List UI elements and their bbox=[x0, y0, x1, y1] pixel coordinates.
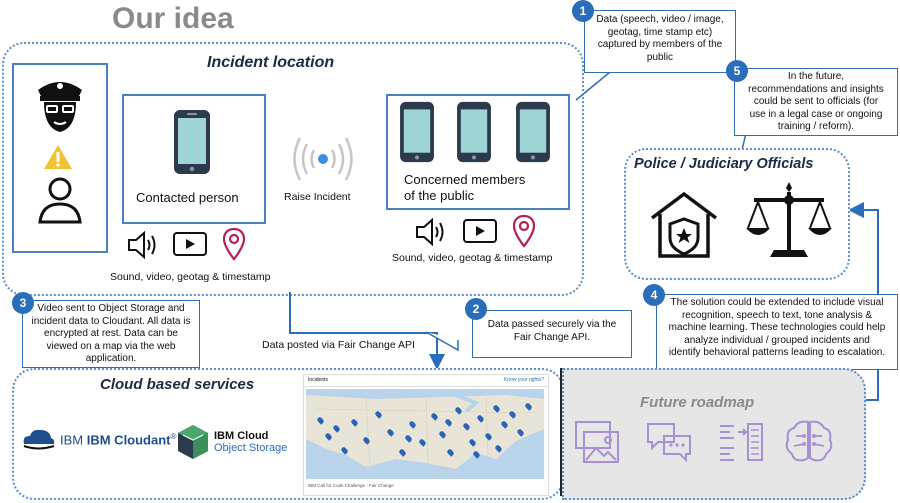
callout-2: Data passed securely via the Fair Change… bbox=[472, 310, 632, 358]
brain-icon bbox=[785, 420, 833, 462]
cloudant-label-name: IBM Cloudant bbox=[86, 432, 171, 448]
callout-3: Video sent to Object Storage and inciden… bbox=[22, 300, 200, 368]
person-icon bbox=[38, 177, 82, 224]
police-station-icon bbox=[650, 191, 718, 258]
callout-5: In the future, recommendations and insig… bbox=[734, 68, 898, 136]
callout-1-line: captured by members of the bbox=[597, 39, 723, 50]
step-badge-1: 1 bbox=[572, 0, 594, 22]
raise-incident-label: Raise Incident bbox=[284, 191, 351, 203]
section-divider bbox=[560, 368, 562, 496]
location-pin-icon bbox=[512, 214, 536, 248]
map-header: Incidents Know your rights? bbox=[304, 375, 548, 387]
speech-bubbles-icon bbox=[647, 423, 691, 463]
future-roadmap-title: Future roadmap bbox=[640, 394, 755, 411]
callout-4-line: The solution could be extended to includ… bbox=[670, 297, 884, 308]
smartphone-icon bbox=[516, 101, 550, 163]
callout-1: Data (speech, video / image, geotag, tim… bbox=[584, 10, 736, 73]
sound-icon bbox=[416, 217, 444, 247]
video-icon bbox=[463, 219, 497, 243]
callout-4-line: machine learning. These technologies cou… bbox=[668, 322, 886, 333]
police-officer-icon bbox=[38, 82, 82, 132]
callout-3-line: viewed on a map via the web bbox=[46, 340, 176, 352]
page-title: Our idea bbox=[112, 2, 234, 35]
callout-4: The solution could be extended to includ… bbox=[656, 294, 898, 370]
incident-location-title: Incident location bbox=[207, 54, 335, 71]
callout-1-line: public bbox=[646, 51, 674, 63]
api-flow-label: Data posted via Fair Change API bbox=[262, 339, 415, 351]
text-analysis-icon bbox=[720, 423, 763, 461]
object-storage-label-line2: Object Storage bbox=[214, 442, 288, 454]
cloud-services-title: Cloud based services bbox=[100, 376, 255, 393]
contacted-person-label: Contacted person bbox=[136, 190, 239, 205]
object-storage-label-line1: IBM Cloud bbox=[214, 430, 269, 442]
concerned-members-label-line1: Concerned members bbox=[404, 172, 526, 187]
map-header-left: Incidents bbox=[308, 377, 329, 383]
step-badge-5: 5 bbox=[726, 60, 748, 82]
cloudant-label: IBM IBM Cloudant® bbox=[60, 432, 176, 447]
concerned-members-label-line2: of the public bbox=[404, 188, 475, 203]
smartphone-icon bbox=[457, 101, 491, 163]
future-roadmap-area bbox=[562, 368, 866, 500]
map-land-shape bbox=[306, 393, 544, 469]
callout-4-line: identify behavioral patterns leading to … bbox=[668, 347, 886, 358]
warning-icon bbox=[44, 145, 72, 169]
callout-1-line: geotag, time stamp etc) bbox=[607, 26, 713, 38]
incident-map-screenshot: Incidents Know your rights? bbox=[303, 374, 549, 496]
location-pin-icon bbox=[222, 227, 246, 261]
callout-5-line: could be sent to officials (for bbox=[753, 96, 879, 107]
concerned-members-label: Concerned members of the public bbox=[404, 172, 525, 204]
cloudant-label-ibm: IBM bbox=[60, 432, 87, 448]
police-judiciary-title: Police / Judiciary Officials bbox=[634, 156, 814, 172]
callout-2-line: Data passed securely via the bbox=[487, 319, 617, 330]
cloudant-registered-mark: ® bbox=[170, 432, 177, 441]
step-badge-2: 2 bbox=[465, 298, 487, 320]
callout-4-line: recognition, speech to text, tone analys… bbox=[681, 309, 873, 321]
callout-2-line: Fair Change API. bbox=[513, 331, 591, 343]
step-badge-3: 3 bbox=[12, 292, 34, 314]
step-badge-4: 4 bbox=[643, 284, 665, 306]
smartphone-icon bbox=[174, 110, 210, 174]
callout-4-line: analyze individual / grouped incidents a… bbox=[684, 334, 870, 346]
right-media-caption: Sound, video, geotag & timestamp bbox=[392, 252, 553, 264]
left-media-caption: Sound, video, geotag & timestamp bbox=[110, 271, 271, 283]
cloudant-logo-icon bbox=[23, 429, 55, 450]
scales-of-justice-icon bbox=[746, 182, 832, 257]
callout-3-line: incident data to Cloudant. All data is bbox=[31, 315, 191, 327]
callout-5-line: recommendations and insights bbox=[748, 83, 884, 95]
callout-3-line: encrypted at rest. Data can be bbox=[44, 328, 178, 339]
callout-5-line: training / reform). bbox=[777, 121, 855, 132]
callout-3-line: application. bbox=[85, 353, 137, 364]
map-header-right[interactable]: Know your rights? bbox=[503, 377, 544, 383]
object-storage-logo-icon bbox=[178, 425, 208, 459]
callout-5-line: In the future, bbox=[787, 71, 845, 82]
object-storage-label: IBM Cloud Object Storage bbox=[214, 430, 287, 454]
sound-icon bbox=[128, 230, 156, 260]
visual-recognition-icon bbox=[575, 421, 619, 463]
broadcast-signal-icon bbox=[293, 137, 353, 181]
callout-5-line: use in a legal case or ongoing bbox=[749, 108, 883, 120]
callout-3-line: Video sent to Object Storage and bbox=[37, 303, 185, 314]
smartphone-icon bbox=[400, 101, 434, 163]
callout-1-line: Data (speech, video / image, bbox=[596, 14, 724, 25]
map-view[interactable] bbox=[306, 389, 544, 479]
map-footer: IBM Call for Code Challenge - Fair Chang… bbox=[308, 483, 394, 488]
video-icon bbox=[173, 232, 207, 256]
